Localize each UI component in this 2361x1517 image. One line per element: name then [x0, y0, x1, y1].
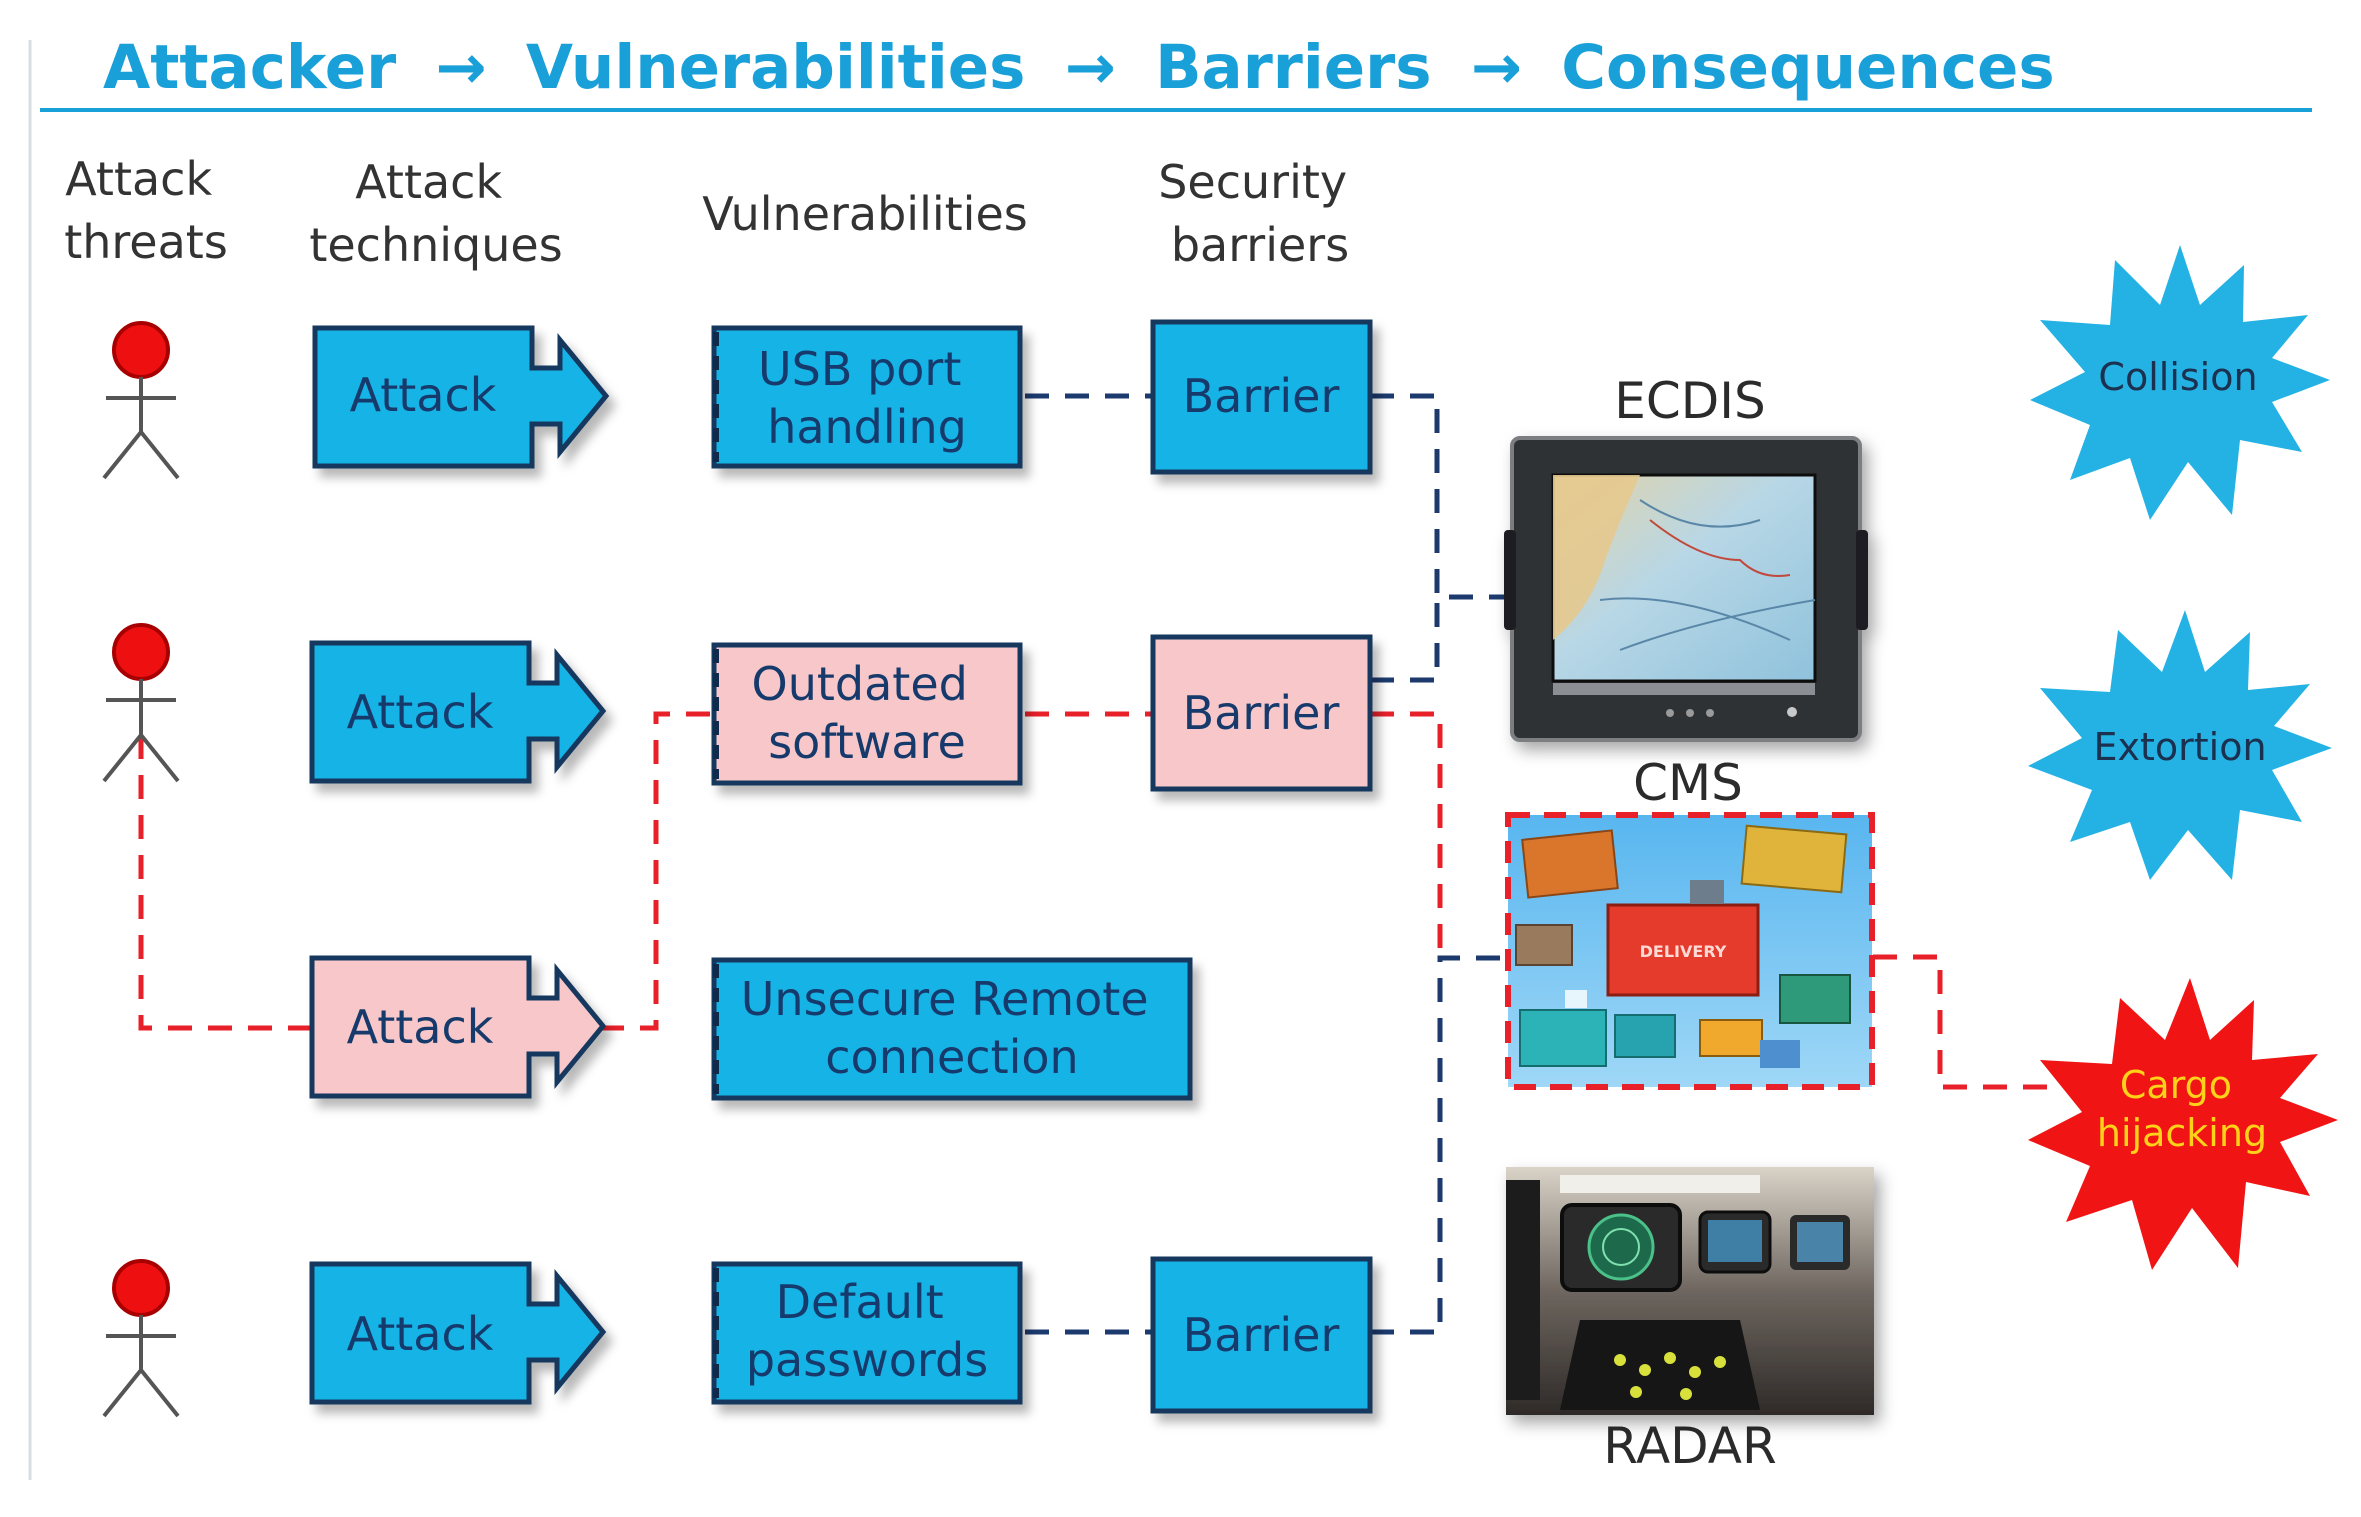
person-icon	[112, 1259, 170, 1317]
ecdis-monitor-image	[1504, 436, 1868, 742]
attack-box-3: Attack	[309, 955, 607, 1099]
attack-box-4: Attack	[309, 1261, 607, 1405]
svg-text:Attacker → Vulnera: Attacker → Vulnerabilities → Barriers → …	[103, 32, 2055, 103]
connector-barrier-ecdis	[1370, 393, 1515, 600]
device-label-radar: RADAR	[1603, 1417, 1777, 1475]
connector-cms-cargo	[1873, 954, 2052, 1090]
header-vulnerabilities: Vulnerabilities	[702, 187, 1027, 241]
cms-containers-image: DELIVERY	[1505, 812, 1875, 1090]
barrier-box-2: Barrier	[1150, 634, 1373, 792]
vulnerability-unsecure-remote: Unsecure Remote connection	[711, 957, 1193, 1101]
header-attack-techniques: Attack techniques	[309, 155, 562, 272]
header-attack-threats: Attack threats	[64, 152, 228, 269]
svg-text:Barrier: Barrier	[1183, 1308, 1340, 1362]
consequence-cargo-hijacking: Cargo hijacking	[2028, 978, 2338, 1270]
svg-text:Barrier: Barrier	[1183, 686, 1340, 740]
arrow-right-icon	[312, 325, 610, 469]
starburst-icon	[2028, 610, 2332, 880]
starburst-icon	[2028, 978, 2338, 1270]
person-icon	[112, 623, 170, 681]
connectors	[138, 393, 2052, 1335]
svg-text:Extortion: Extortion	[2093, 725, 2266, 769]
threat-person-3	[102, 1259, 180, 1418]
connector-threat2-attack3	[138, 735, 312, 1031]
starburst-icon	[2030, 245, 2330, 520]
vulnerability-outdated-software: Outdated software	[711, 642, 1023, 786]
threat-person-2	[102, 623, 180, 783]
connector-barrier-cms	[1370, 711, 1443, 955]
device-label-ecdis: ECDIS	[1614, 372, 1766, 430]
svg-text:Outdated software: Outdated software	[752, 657, 983, 769]
title-consequences: Consequences	[1561, 32, 2055, 103]
title-arrow-icon: →	[1471, 32, 1522, 103]
arrow-right-icon	[309, 955, 607, 1099]
person-icon	[112, 321, 170, 379]
connector-barrier3-cms	[1370, 955, 1510, 1335]
svg-text:USB port handling: USB port handling	[758, 342, 976, 454]
attack-box-2: Attack	[309, 640, 607, 784]
consequence-collision: Collision	[2030, 245, 2330, 520]
svg-text:Default passwords: Default passwords	[746, 1275, 988, 1387]
attack-label: Attack	[350, 368, 497, 422]
cms-container-label: DELIVERY	[1640, 942, 1727, 961]
attack-label: Attack	[347, 685, 494, 739]
svg-text:Barrier: Barrier	[1183, 369, 1340, 423]
vulnerability-usb-port: USB port handling	[711, 325, 1023, 469]
arrow-right-icon	[309, 1261, 607, 1405]
title-arrow-icon: →	[1065, 32, 1116, 103]
attack-label: Attack	[347, 1307, 494, 1361]
column-headers: Attack threats Attack techniques Vulnera…	[64, 152, 1362, 272]
connector-barrier2-ecdis	[1370, 597, 1440, 683]
barrier-box-3: Barrier	[1150, 1256, 1373, 1414]
device-label-cms: CMS	[1633, 754, 1743, 812]
title-vulnerabilities: Vulnerabilities	[526, 32, 1026, 103]
title-barriers: Barriers	[1155, 32, 1432, 103]
svg-text:Collision: Collision	[2098, 355, 2257, 399]
consequence-extortion: Extortion	[2028, 610, 2332, 880]
title-attacker: Attacker	[103, 32, 396, 103]
svg-text:Cargo hijacking: Cargo hijacking	[2097, 1063, 2267, 1155]
page-title: Attacker → Vulnerabilities → Barriers → …	[103, 32, 2055, 103]
vulnerability-default-passwords: Default passwords	[711, 1261, 1023, 1405]
arrow-right-icon	[309, 640, 607, 784]
svg-text:Unsecure Remote connecti: Unsecure Remote connection	[741, 972, 1163, 1084]
radar-bridge-image	[1506, 1167, 1874, 1415]
attack-box-1: Attack	[312, 325, 610, 469]
attack-label: Attack	[347, 1000, 494, 1054]
threat-person-1	[102, 321, 180, 480]
barrier-box-1: Barrier	[1150, 319, 1373, 475]
title-arrow-icon: →	[436, 32, 487, 103]
header-security-barriers: Security barriers	[1158, 155, 1362, 272]
connector-attack3-outdated	[600, 711, 714, 1031]
